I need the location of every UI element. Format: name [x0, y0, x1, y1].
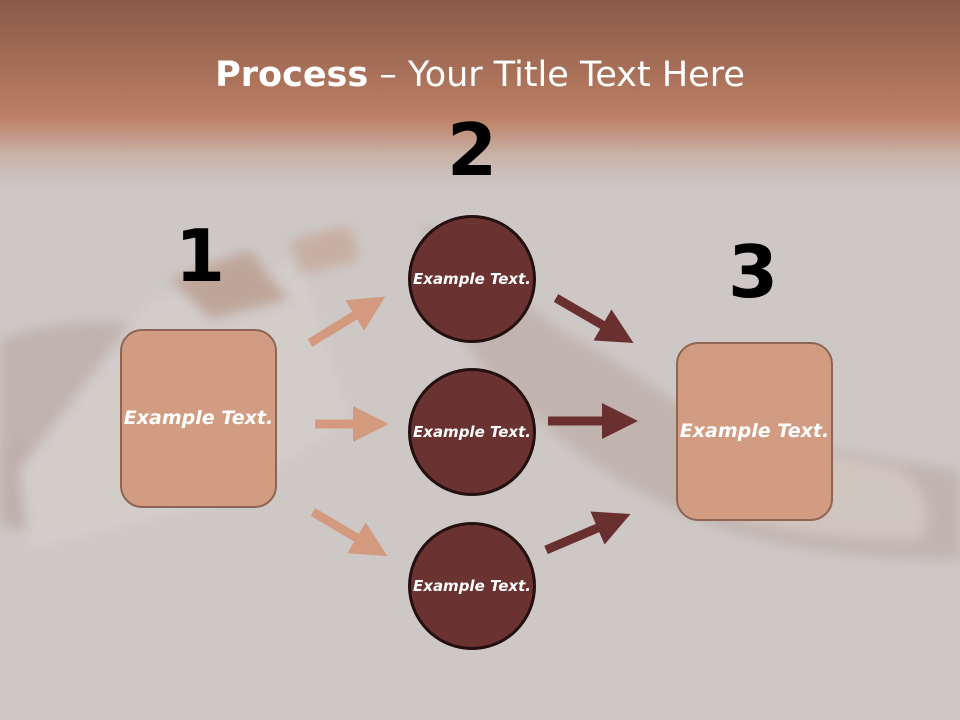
middle-circle-bottom: Example Text. [408, 522, 536, 650]
step-number-2: 2 [446, 108, 498, 192]
middle-circle-top: Example Text. [408, 215, 536, 343]
page-title: Process – Your Title Text Here [0, 52, 960, 98]
step-number-3: 3 [727, 230, 779, 314]
arrow-box1-to-circle1 [307, 296, 386, 347]
middle-circle-center: Example Text. [408, 368, 536, 496]
arrow-circle1-to-box3 [553, 294, 634, 344]
header-band [0, 0, 960, 190]
title-rest: – Your Title Text Here [368, 55, 745, 95]
right-step-box: Example Text. [676, 342, 833, 521]
title-bold: Process [215, 55, 369, 95]
arrow-box1-to-circle3 [310, 508, 388, 557]
left-step-box: Example Text. [120, 329, 277, 508]
arrow-circle3-to-box3 [544, 511, 631, 555]
step-number-1: 1 [174, 214, 226, 298]
